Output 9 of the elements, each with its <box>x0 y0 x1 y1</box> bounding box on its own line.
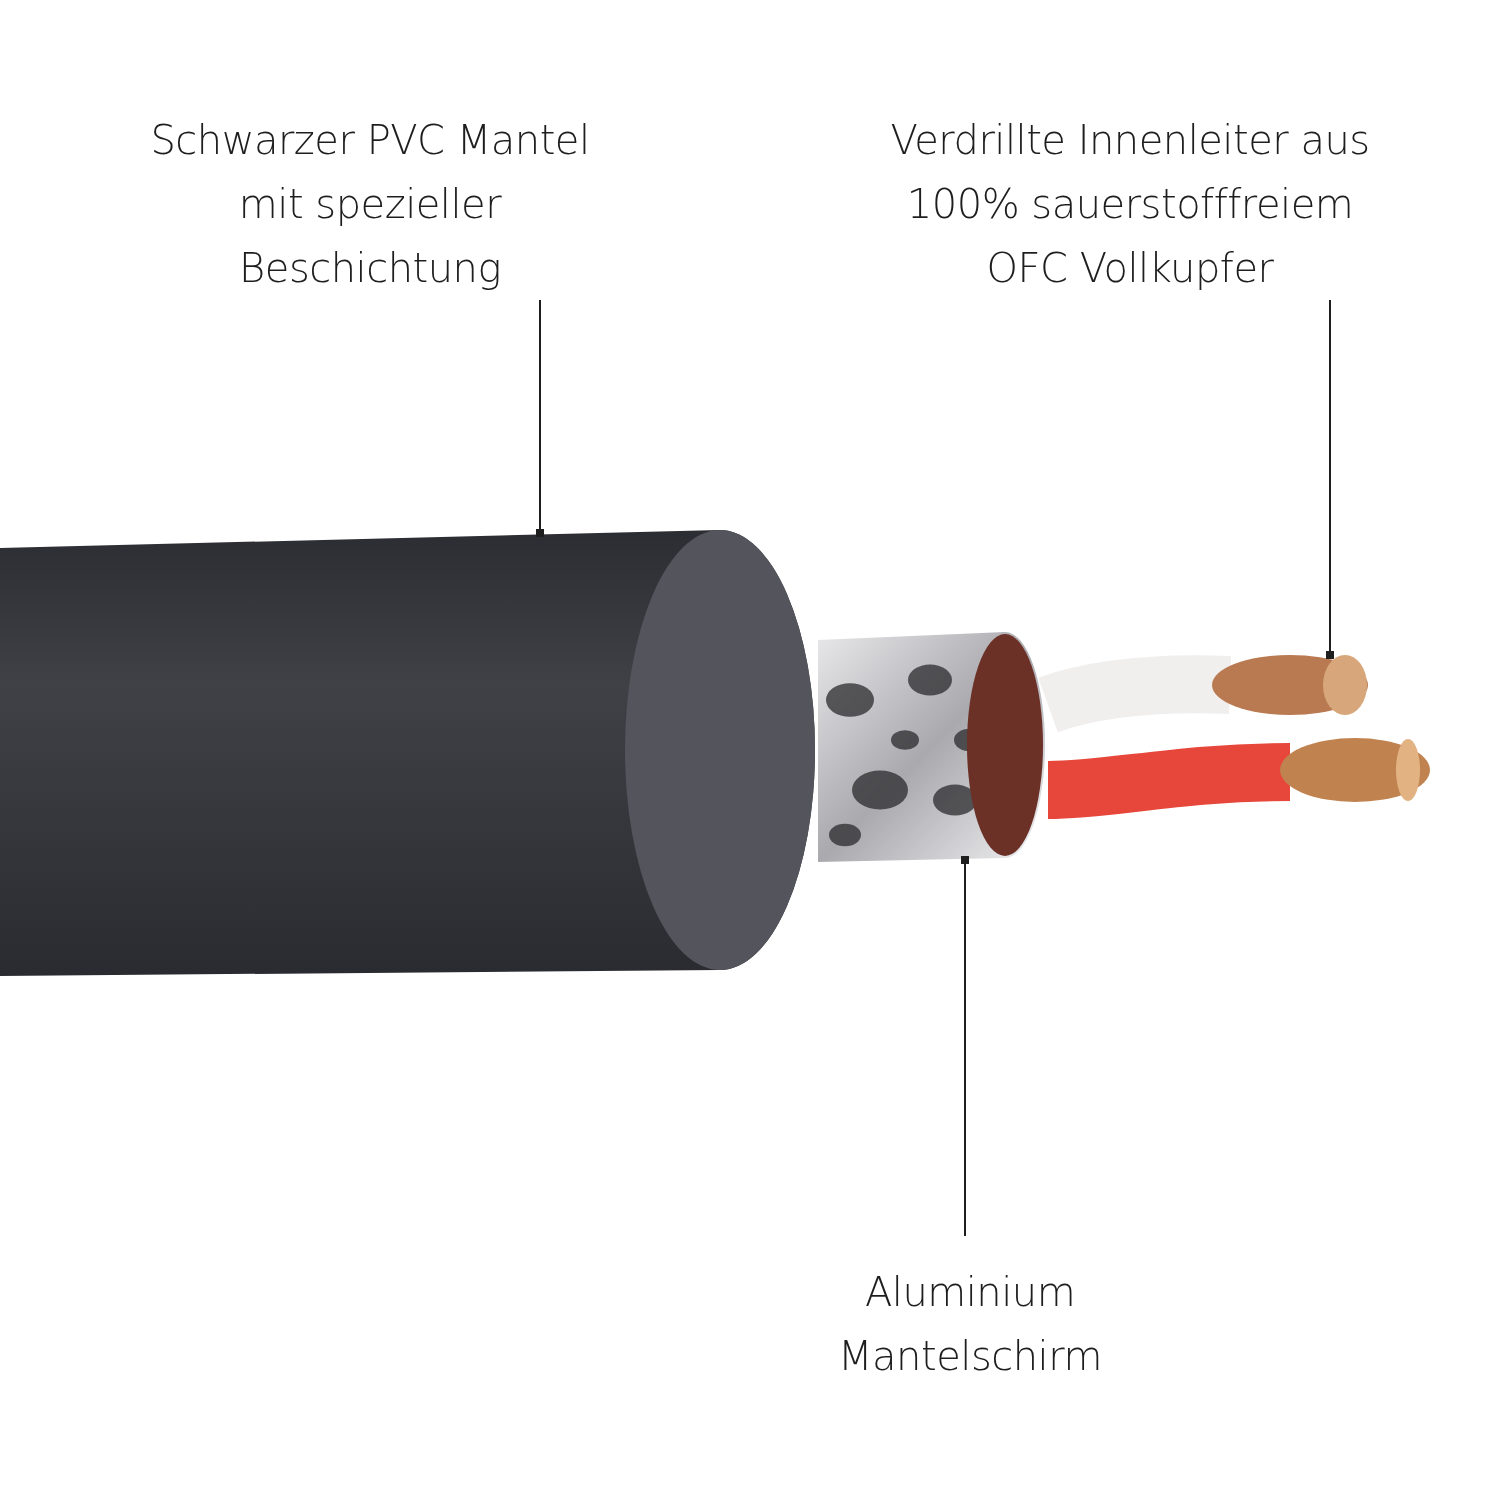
callout-text: Verdrillte Innenleiter aus 100% sauerstofffreiem OFC Vollkupfer <box>889 116 1371 293</box>
cable-jacket-drawing <box>0 530 815 976</box>
callout-text: Schwarzer PVC Mantel mit spezieller Beschichtung <box>149 116 591 293</box>
foil-shield-drawing <box>818 632 1045 862</box>
leader-line <box>961 856 969 1237</box>
twisted-conductors-drawing <box>1038 655 1430 819</box>
callout-text: Aluminium Mantelschirm <box>837 1268 1103 1381</box>
leader-line <box>1326 299 1334 659</box>
leader-line <box>536 299 544 537</box>
